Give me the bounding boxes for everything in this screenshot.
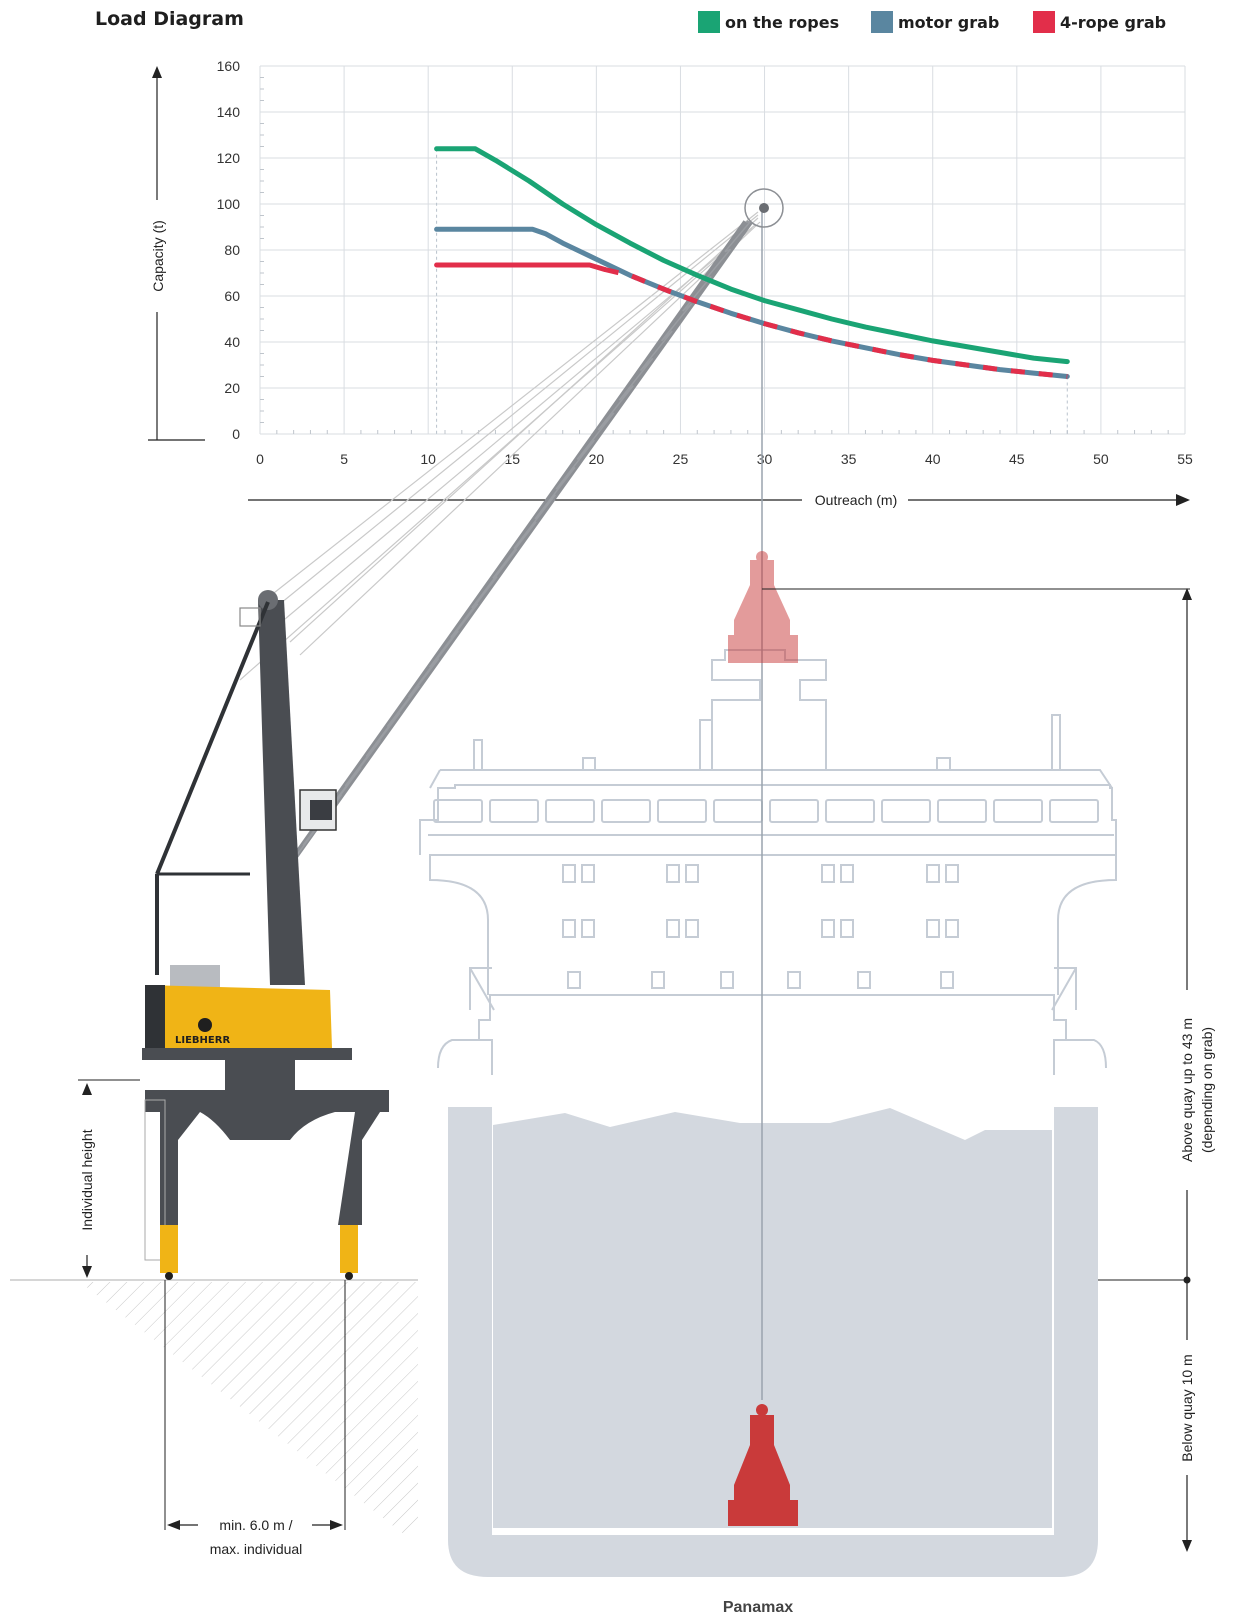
y-tick-label: 100 — [217, 196, 241, 212]
series-line-4-rope-grab-overlap — [604, 267, 1068, 379]
legend-4-rope-grab: 4-rope grab — [1033, 10, 1166, 34]
legend-label: motor grab — [898, 12, 1000, 32]
arrow-right-icon — [330, 1520, 343, 1530]
x-tick-label: 15 — [504, 451, 520, 467]
individual-height-label: Individual height — [79, 1129, 95, 1230]
ship-windows — [433, 799, 1099, 989]
y-axis: Capacity (t) — [148, 66, 205, 441]
crane-leg-right — [340, 1225, 358, 1273]
legend-swatch-green — [698, 11, 720, 33]
min-width-label-line2: max. individual — [210, 1541, 303, 1557]
chart-series — [434, 146, 1070, 379]
y-tick-label: 20 — [224, 380, 240, 396]
y-axis-ticks: 0 20 40 60 80 100 120 140 160 — [217, 58, 241, 442]
x-tick-label: 25 — [673, 451, 689, 467]
crane-boom — [279, 220, 753, 877]
y-tick-label: 80 — [224, 242, 240, 258]
leg-span-dimension: min. 6.0 m / max. individual — [164, 1280, 346, 1557]
x-tick-label: 30 — [757, 451, 773, 467]
arrow-down-icon — [82, 1266, 92, 1278]
series-line-on-the-ropes — [434, 146, 1070, 365]
crane-portal-beam — [145, 1090, 389, 1112]
ship-cargo — [493, 1108, 1052, 1528]
y-tick-label: 0 — [232, 426, 240, 442]
below-quay-label: Below quay 10 m — [1179, 1354, 1195, 1461]
boom-lattice-brace — [597, 385, 634, 431]
x-tick-label: 40 — [925, 451, 941, 467]
above-quay-dimension: Above quay up to 43 m (depending on grab… — [762, 588, 1215, 1280]
x-axis-ticks: 0 5 10 15 20 25 30 35 40 45 50 55 — [256, 451, 1193, 467]
x-tick-label: 20 — [589, 451, 605, 467]
mobile-harbour-crane: LIEBHERR — [142, 188, 784, 1400]
quay-ground — [10, 1279, 418, 1535]
arrow-left-icon — [167, 1520, 180, 1530]
above-quay-label-line1: Above quay up to 43 m — [1179, 1018, 1195, 1162]
boom-lattice-brace — [724, 221, 751, 253]
x-tick-label: 5 — [340, 451, 348, 467]
boom-head-sheave — [744, 188, 784, 228]
x-axis: Outreach (m) — [248, 492, 1190, 508]
legend-motor-grab: motor grab — [871, 10, 999, 34]
boom-lattice-brace — [618, 357, 654, 401]
x-tick-label: 0 — [256, 451, 264, 467]
min-width-label-line1: min. 6.0 m / — [219, 1517, 292, 1533]
ship-name-label: Panamax — [723, 1599, 793, 1616]
series-line-4-rope-grab — [434, 262, 608, 272]
crane-tower — [258, 600, 305, 985]
legend-on-the-ropes: on the ropes — [698, 10, 839, 34]
boom-lattice-brace — [639, 330, 673, 371]
x-tick-label: 55 — [1177, 451, 1193, 467]
below-quay-dimension: Below quay 10 m — [1098, 1276, 1195, 1552]
arrow-up-icon — [1182, 588, 1192, 600]
x-axis-label: Outreach (m) — [815, 492, 897, 508]
legend-label: on the ropes — [725, 12, 840, 32]
crane-yellow-house — [145, 985, 332, 1048]
series-line-motor-grab — [434, 226, 1070, 379]
chart-title: Load Diagram — [95, 8, 244, 30]
y-axis-arrow-icon — [152, 66, 162, 78]
legend-swatch-red — [1033, 11, 1055, 33]
y-tick-label: 160 — [217, 58, 241, 74]
y-tick-label: 120 — [217, 150, 241, 166]
boom-lattice-brace — [682, 276, 712, 312]
arrow-down-icon — [1182, 1540, 1192, 1552]
crane-brand-logo: LIEBHERR — [175, 1035, 230, 1046]
legend-swatch-blue — [871, 11, 893, 33]
grab-lower — [728, 1404, 798, 1526]
x-tick-label: 10 — [420, 451, 436, 467]
chart-grid — [259, 65, 1186, 435]
ship-superstructure — [419, 649, 1117, 1075]
above-quay-label-line2: (depending on grab) — [1199, 1027, 1215, 1153]
panamax-ship: Panamax — [419, 649, 1117, 1616]
x-tick-label: 50 — [1093, 451, 1109, 467]
boom-lattice-brace — [576, 412, 615, 460]
boom-lattice-brace — [661, 303, 693, 342]
y-tick-label: 140 — [217, 104, 241, 120]
arrow-up-icon — [82, 1083, 92, 1095]
boom-lattice-brace — [703, 248, 732, 282]
y-tick-label: 40 — [224, 334, 240, 350]
crane-leg-left — [160, 1225, 178, 1273]
x-tick-label: 35 — [841, 451, 857, 467]
y-axis-label: Capacity (t) — [150, 220, 166, 292]
crane-ropes — [239, 211, 761, 681]
grab-upper — [728, 551, 798, 663]
x-axis-arrow-icon — [1176, 494, 1190, 506]
x-tick-label: 45 — [1009, 451, 1025, 467]
individual-height-dimension: Individual height — [78, 1079, 140, 1278]
legend-label: 4-rope grab — [1060, 12, 1167, 32]
y-tick-label: 60 — [224, 288, 240, 304]
